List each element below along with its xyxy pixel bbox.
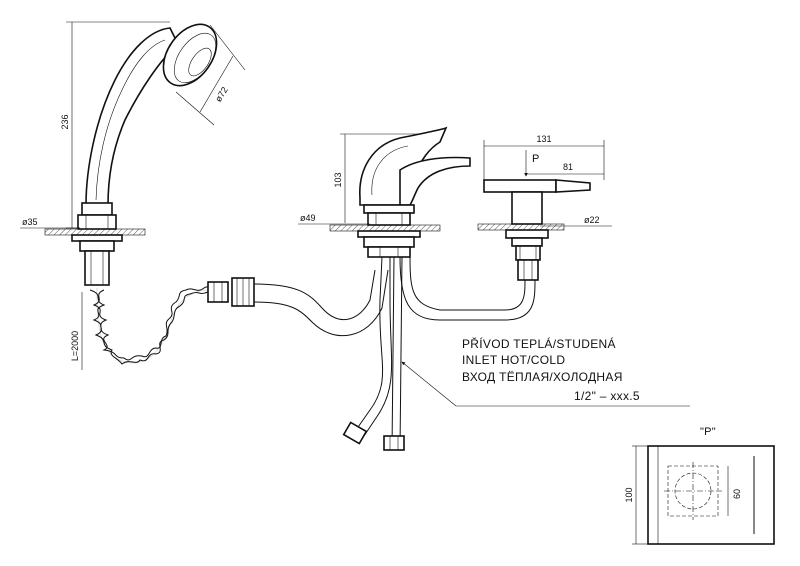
inlet-label-ru: ВХОД ТЁПЛАЯ/ХОЛОДНАЯ — [462, 370, 623, 384]
inlet-label-en: INLET HOT/COLD — [462, 353, 565, 367]
dim-35-text: ø35 — [22, 217, 38, 227]
mixer — [329, 126, 536, 451]
inlet-label: PŘÍVOD TEPLÁ/STUDENÁ INLET HOT/COLD ВХОД… — [401, 336, 690, 407]
thread-label: 1/2" – xxx.5 — [574, 389, 640, 403]
detail-view-p: "P" 100 60 — [624, 426, 775, 545]
dim-valve: 131 81 P ø22 — [483, 134, 612, 227]
dim-49-text: ø49 — [300, 213, 316, 223]
dim-72-text: ø72 — [213, 85, 230, 103]
dim-60-text: 60 — [732, 489, 742, 499]
spiral-hose: L=2000 — [70, 269, 389, 370]
dim-hose-length-text: L=2000 — [70, 331, 80, 361]
dim-81-text: 81 — [563, 162, 573, 172]
detail-title: "P" — [700, 426, 716, 438]
dim-mixer-base: ø49 — [298, 213, 370, 225]
dim-103-text: 103 — [333, 172, 343, 187]
dim-mixer-height: 103 — [333, 133, 420, 223]
dim-100-text: 100 — [624, 487, 634, 502]
dim-236-text: 236 — [60, 114, 70, 129]
view-marker-p: P — [532, 153, 540, 165]
diverter-valve — [477, 179, 591, 281]
dim-131-text: 131 — [536, 134, 551, 144]
dim-22-text: ø22 — [584, 215, 600, 225]
dim-handshower-base: ø35 — [20, 217, 80, 229]
hand-shower — [44, 23, 218, 286]
inlet-label-cz: PŘÍVOD TEPLÁ/STUDENÁ — [462, 336, 616, 351]
